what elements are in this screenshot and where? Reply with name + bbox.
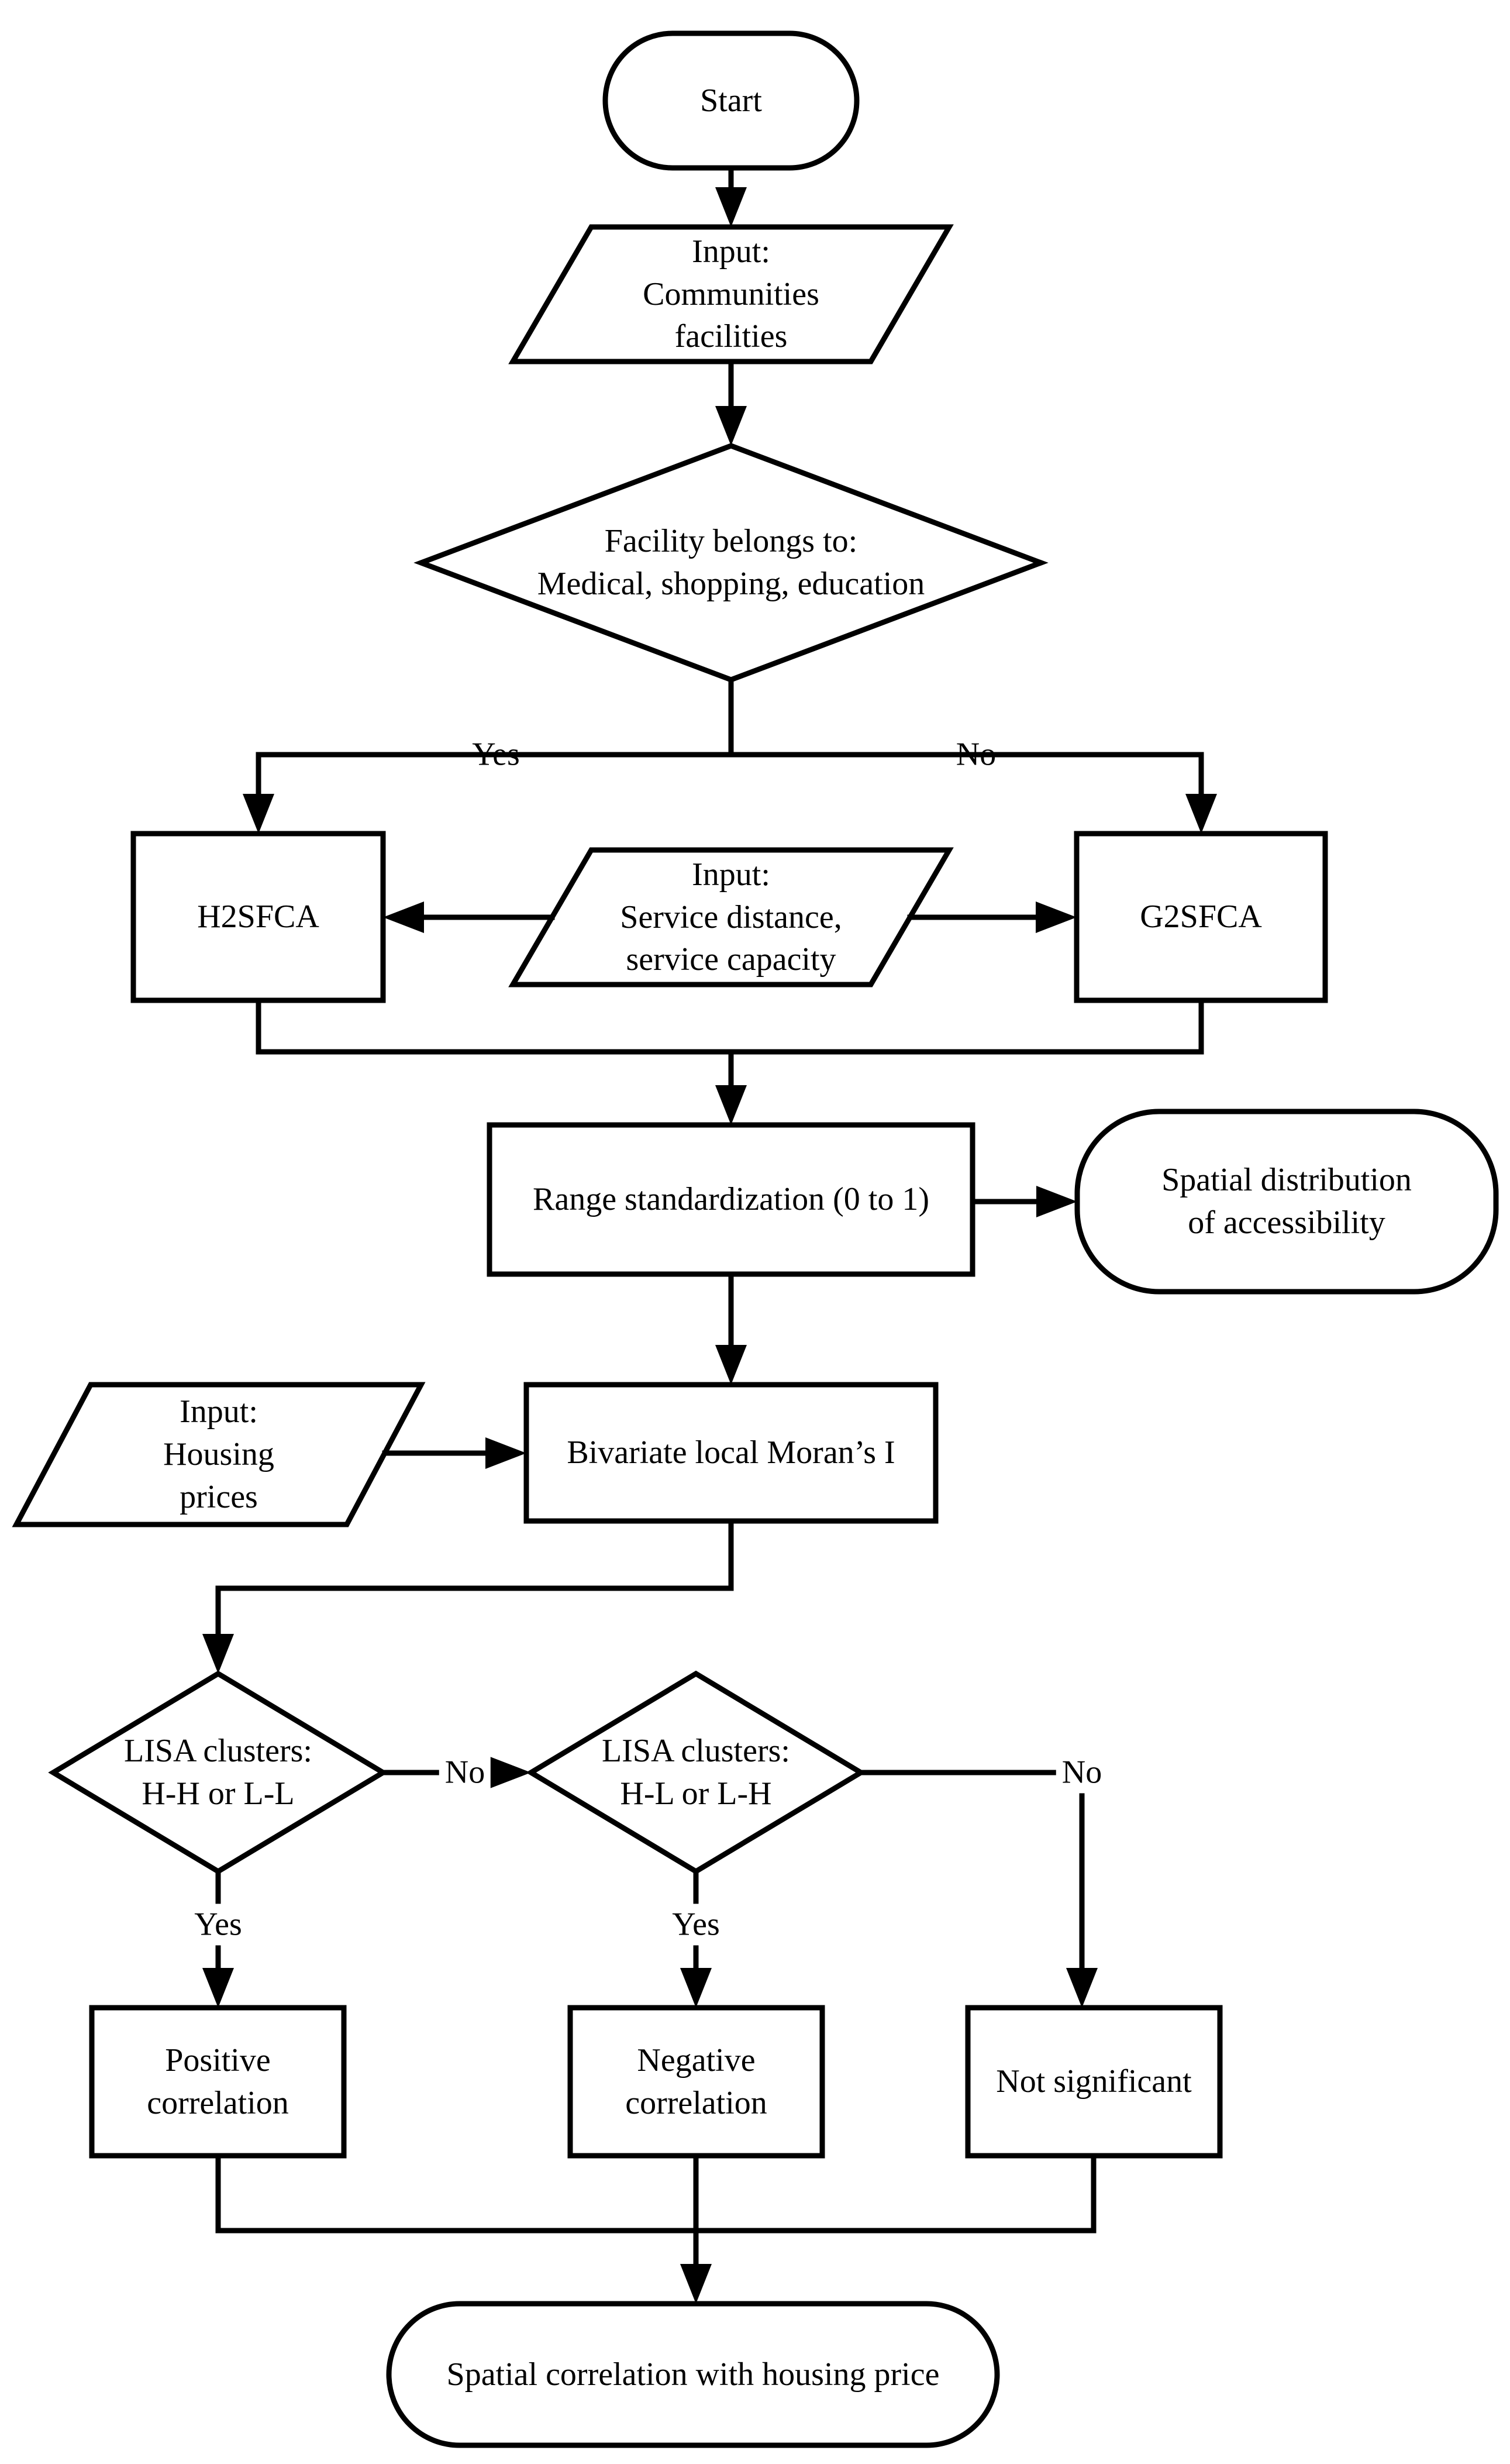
edge-label-facility-yes: Yes <box>472 736 520 773</box>
node-negative-correlation: Negative correlation <box>625 2042 767 2121</box>
edge-label-facility-no: No <box>956 736 997 773</box>
arrow-into-decision <box>715 406 747 446</box>
arrow-into-g2sfca-top <box>1185 794 1217 834</box>
node-input-service: Input: Service distance, service capacit… <box>620 856 842 978</box>
spatial-distribution-terminator-shape <box>1074 1109 1499 1295</box>
positive-correlation-process-shape <box>89 2005 347 2159</box>
arrow-into-bivariate-top <box>715 1345 747 1385</box>
edge-label-lisa-right-no: No <box>1056 1751 1108 1794</box>
node-input-communities: Input: Communities facilities <box>643 233 819 355</box>
bivariate-moran-process-shape <box>523 1382 939 1524</box>
node-start: Start <box>700 82 762 119</box>
arrow-into-spatial <box>1036 1186 1077 1217</box>
node-bivariate-moran: Bivariate local Moran’s I <box>567 1434 895 1471</box>
node-h2sfca: H2SFCA <box>197 899 319 935</box>
range-standardization-process-shape <box>487 1122 975 1277</box>
final-terminator-shape <box>386 2301 1000 2448</box>
arrow-into-communities <box>715 187 747 227</box>
arrow-into-lisa1 <box>202 1634 234 1674</box>
edge-label-lisa1-yes: Yes <box>188 1904 248 1946</box>
arrowheads <box>202 187 1217 2304</box>
not-significant-process-shape <box>965 2005 1223 2159</box>
edge-bivariate-to-lisa1 <box>215 1518 734 1638</box>
arrow-into-bivariate-left <box>485 1437 526 1469</box>
node-range-standardization: Range standardization (0 to 1) <box>532 1181 929 1218</box>
arrow-into-g2sfca-left <box>1036 901 1077 933</box>
input-communities-parallelogram-shape <box>508 224 954 364</box>
negative-correlation-process-shape <box>567 2005 825 2159</box>
node-lisa-hl-lh: LISA clusters: H-L or L-H <box>602 1733 790 1812</box>
node-facility-decision: Facility belongs to: Medical, shopping, … <box>537 523 925 602</box>
node-final: Spatial correlation with housing price <box>446 2356 940 2393</box>
node-g2sfca: G2SFCA <box>1140 899 1262 935</box>
arrow-into-h2sfca-right <box>383 901 424 933</box>
lisa-hl-lh-diamond-shape <box>526 1670 866 1875</box>
edge-label-lisa2-yes: Yes <box>666 1904 726 1946</box>
node-positive-correlation: Positive correlation <box>147 2042 289 2121</box>
edge-label-lisa-mid-no: No <box>439 1751 491 1794</box>
h2sfca-process-shape <box>130 831 386 1003</box>
arrow-into-lisa2 <box>490 1757 531 1788</box>
g2sfca-process-shape <box>1074 831 1328 1003</box>
arrow-into-notsig <box>1066 1968 1098 2008</box>
node-lisa-hh-ll: LISA clusters: H-H or L-L <box>124 1733 312 1812</box>
input-housing-parallelogram-shape <box>12 1382 426 1527</box>
node-spatial-distribution: Spatial distribution of accessibility <box>1161 1162 1412 1241</box>
lisa-hh-ll-diamond-shape <box>48 1670 388 1875</box>
node-input-housing: Input: Housing prices <box>163 1393 274 1515</box>
facility-decision-diamond-shape <box>413 443 1049 683</box>
arrow-into-negative <box>680 1968 712 2008</box>
connector-lines <box>215 165 1204 2267</box>
arrow-into-final <box>680 2264 712 2304</box>
input-service-parallelogram-shape <box>508 847 954 987</box>
arrow-into-range <box>715 1085 747 1125</box>
arrow-into-h2sfca-top <box>243 794 274 834</box>
arrow-into-positive <box>202 1968 234 2008</box>
start-terminator-shape <box>602 30 860 171</box>
node-not-significant: Not significant <box>996 2063 1192 2100</box>
